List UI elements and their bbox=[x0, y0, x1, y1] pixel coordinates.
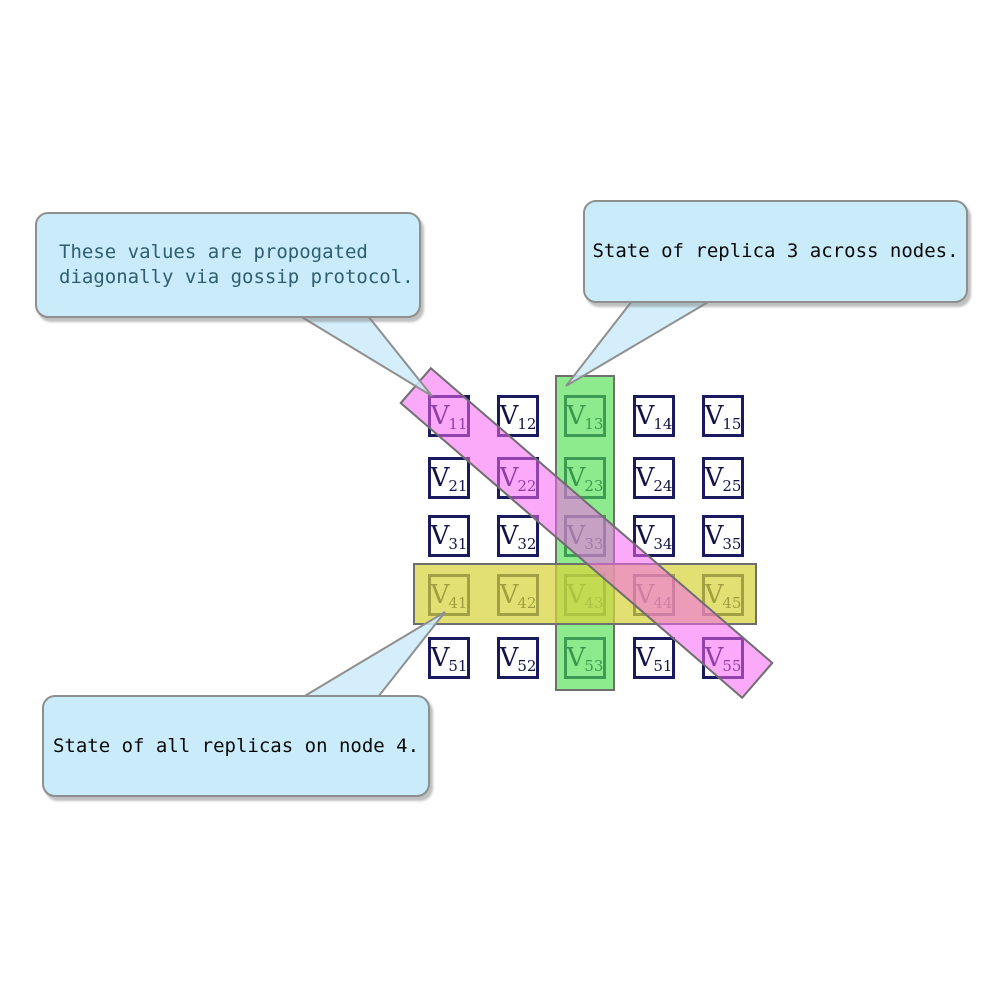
replica3-callout: State of replica 3 across nodes. bbox=[583, 200, 968, 303]
cell-subscript: 25 bbox=[722, 476, 742, 495]
node4-callout: State of all replicas on node 4. bbox=[42, 695, 430, 797]
cell-symbol: V bbox=[635, 643, 655, 673]
cell-subscript: 32 bbox=[517, 534, 537, 553]
cell-symbol: V bbox=[704, 521, 724, 551]
cell-subscript: 35 bbox=[722, 534, 742, 553]
replica3-callout-text: State of replica 3 across nodes. bbox=[592, 240, 959, 262]
replica3-callout-tail bbox=[565, 300, 714, 387]
cell-subscript: 31 bbox=[448, 534, 468, 553]
cell-symbol: V bbox=[499, 401, 519, 431]
cell-symbol: V bbox=[430, 463, 450, 493]
cell-subscript: 24 bbox=[653, 476, 673, 495]
cell-symbol: V bbox=[635, 401, 655, 431]
cell-symbol: V bbox=[499, 521, 519, 551]
cell-symbol: V bbox=[635, 521, 655, 551]
cell-symbol: V bbox=[635, 463, 655, 493]
gossip-callout-line2: diagonally via gossip protocol. bbox=[59, 266, 414, 288]
node4-callout-text: State of all replicas on node 4. bbox=[52, 734, 420, 757]
cell-symbol: V bbox=[430, 521, 450, 551]
gossip-callout-line1: These values are propogated bbox=[59, 241, 368, 263]
cell-symbol: V bbox=[499, 643, 519, 673]
cell-symbol: V bbox=[704, 401, 724, 431]
cell-subscript: 12 bbox=[517, 414, 537, 433]
cell-subscript: 15 bbox=[722, 414, 742, 433]
cell-symbol: V bbox=[704, 463, 724, 493]
cell-subscript: 21 bbox=[448, 476, 468, 495]
cell-subscript: 51 bbox=[653, 656, 673, 675]
cell-subscript: 34 bbox=[653, 534, 673, 553]
gossip-callout: These values are propogated diagonally v… bbox=[35, 212, 421, 318]
cell-subscript: 52 bbox=[517, 656, 537, 675]
cell-symbol: V bbox=[430, 643, 450, 673]
cell-subscript: 51 bbox=[448, 656, 468, 675]
gossip-callout-tail bbox=[296, 315, 433, 397]
cell-subscript: 14 bbox=[653, 414, 673, 433]
